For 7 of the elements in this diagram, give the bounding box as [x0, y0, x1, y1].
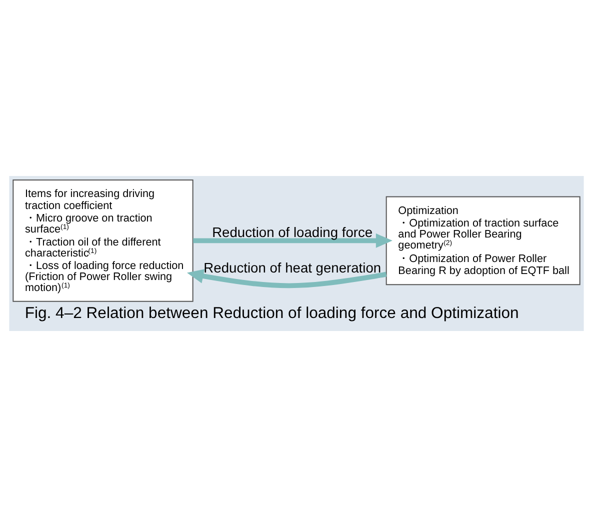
caption: Fig. 4–2 Relation between Reduction of loading force and Optimization [24, 304, 519, 322]
node-box: Optimization ・Optimization of traction surface and Power Roller Bearing geometry$^{(2)}$ ・Optimization of Power Roller Bearing R by adoption of EQTF ball [386, 196, 580, 286]
arrow [186, 269, 387, 288]
edge-label: Reduction of loading force [212, 224, 373, 240]
edge-label: Reduction of heat generation [204, 259, 382, 276]
arrow [193, 233, 392, 248]
node-box: Items for increasing driving traction coefficient ・Micro groove on traction surface$^{(1)}$ ・Traction oil of the different characteristic$^{(1)}$ ・Loss of loading force reduction (Friction of Power Roller swing motion)$^{(1)}$ [12, 179, 194, 302]
